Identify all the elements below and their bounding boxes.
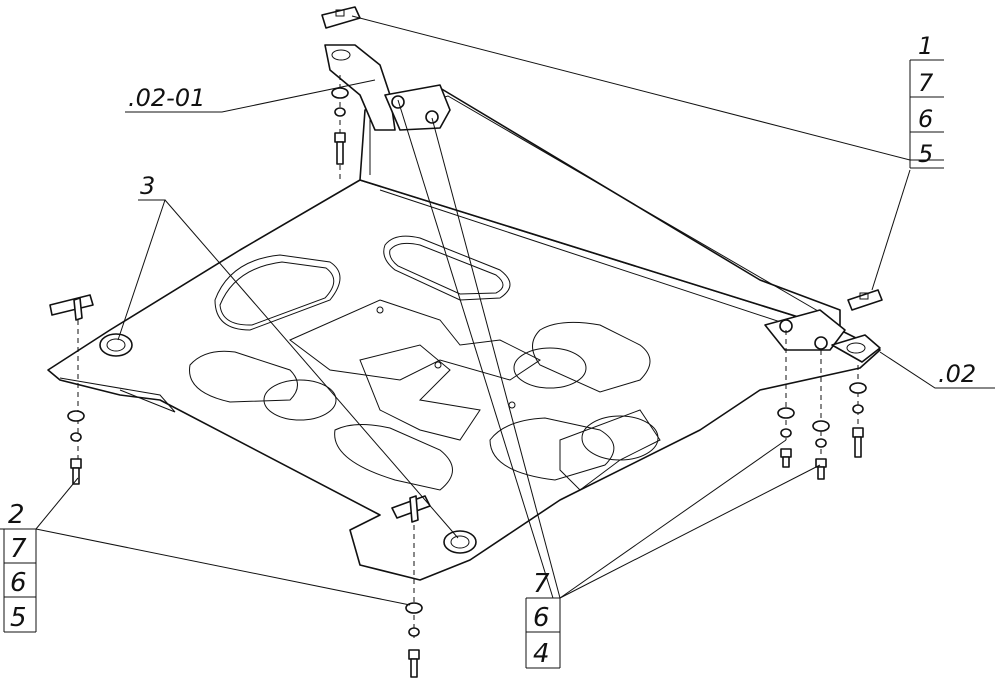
- weld-nut-left: [99, 333, 133, 357]
- skid-plate: [47, 87, 881, 581]
- fastener-right-a: [777, 330, 795, 468]
- callout-bottom-center-1: 7: [533, 569, 550, 599]
- callout-bottom-center-2: 6: [533, 603, 550, 633]
- label-weld-nut: 3: [140, 172, 155, 200]
- callout-bottom-left-2: 7: [10, 534, 27, 564]
- label-bracket-left: .02-01: [128, 84, 205, 112]
- clip-right: [847, 289, 883, 311]
- clip-top: [321, 6, 361, 29]
- callout-stack-top-right: 1 7 6 5: [909, 32, 944, 169]
- fastener-top-left: [331, 75, 349, 180]
- callout-bottom-left-4: 5: [10, 603, 27, 633]
- callout-top-right-3: 6: [918, 105, 933, 133]
- leader-lines: [35, 15, 995, 606]
- clip-left: [49, 294, 94, 321]
- callout-stack-bottom-center: 7 6 4: [525, 569, 561, 669]
- callout-top-right-2: 7: [918, 69, 934, 97]
- fastener-left: [67, 320, 85, 485]
- fastener-right-b: [812, 350, 830, 480]
- fastener-front: [405, 525, 423, 678]
- callout-stack-bottom-left: 2 7 6 5: [0, 500, 37, 633]
- label-bracket-right: .02: [938, 360, 976, 388]
- callout-bottom-left-3: 6: [10, 568, 27, 598]
- callout-top-right-1: 1: [918, 32, 933, 60]
- bracket-right: [764, 309, 881, 363]
- callout-bottom-center-3: 4: [533, 639, 550, 669]
- callout-bottom-left-1: 2: [8, 500, 25, 530]
- fastener-far-right: [849, 365, 867, 458]
- callout-top-right-4: 5: [918, 140, 933, 168]
- bracket-left: [324, 44, 451, 131]
- weld-nut-front: [443, 530, 477, 554]
